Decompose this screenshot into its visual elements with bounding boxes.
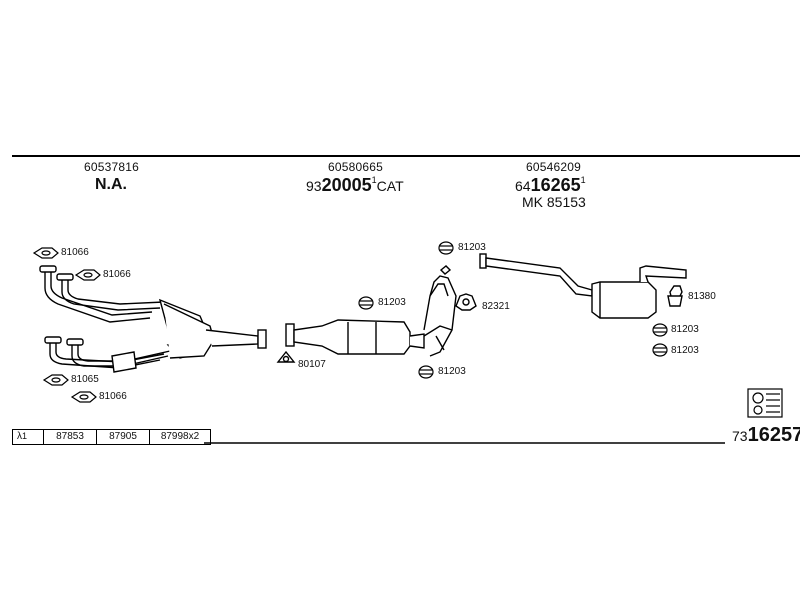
middle-pipe: [423, 265, 477, 357]
catalytic-converter: [276, 319, 425, 363]
clamp-icon-top: [438, 241, 454, 255]
gasket-label-a2: 81066: [103, 269, 131, 280]
bracket-label: 82321: [482, 301, 510, 312]
section2-code-sup: 1: [371, 175, 377, 185]
section3-code: 64162651: [515, 176, 586, 195]
clamp-label-rear2: 81203: [671, 345, 699, 356]
table-cell: 87905: [97, 430, 150, 444]
table-symbol-cell: λ1: [12, 430, 44, 444]
section3-code-main: 16265: [530, 175, 581, 195]
gasket-label-b1: 81065: [71, 374, 99, 385]
gasket-label-cat: 80107: [298, 359, 326, 370]
clamp-icon-rear1: [652, 323, 668, 337]
clamp-label-mid: 81203: [378, 297, 406, 308]
section1-label: N.A.: [95, 176, 127, 193]
section3-code-sup: 1: [580, 175, 586, 185]
bottom-parts-table: λ1 87853 87905 87998x2: [12, 429, 211, 445]
clamp-icon-low: [418, 365, 434, 379]
gasket-label-a1: 81066: [61, 247, 89, 258]
rear-silencer: [479, 253, 687, 319]
section1-part-number: 60537816: [84, 160, 139, 174]
table-cell: 87998x2: [150, 430, 211, 444]
reference-main: 16257: [747, 424, 800, 446]
reference-prefix: 73: [732, 428, 748, 444]
section3-extra-label: MK 85153: [522, 194, 586, 210]
lambda-symbol: λ: [17, 431, 22, 442]
gasket-icons-front: [32, 247, 101, 403]
lambda-sup: 1: [22, 431, 28, 441]
table-cell: 87853: [44, 430, 97, 444]
clamp-icons: [358, 241, 668, 379]
section2-code-main: 20005: [321, 175, 372, 195]
hanger-label-rear: 81380: [688, 291, 716, 302]
gasket-label-b2: 81066: [99, 391, 127, 402]
front-manifold: [39, 265, 267, 373]
section3-code-prefix: 64: [515, 178, 531, 194]
clamp-label-top: 81203: [458, 242, 486, 253]
section2-code-suffix: CAT: [376, 178, 404, 194]
reference-number: 7316257: [732, 425, 800, 445]
clamp-icon-rear2: [652, 343, 668, 357]
section2-part-number: 60580665: [328, 160, 383, 174]
clamp-label-rear1: 81203: [671, 324, 699, 335]
section3-part-number: 60546209: [526, 160, 581, 174]
section2-code: 93200051CAT: [306, 176, 404, 195]
clamp-label-low: 81203: [438, 366, 466, 377]
section2-code-prefix: 93: [306, 178, 322, 194]
book-icon: [747, 388, 783, 418]
clamp-icon-mid: [358, 296, 374, 310]
